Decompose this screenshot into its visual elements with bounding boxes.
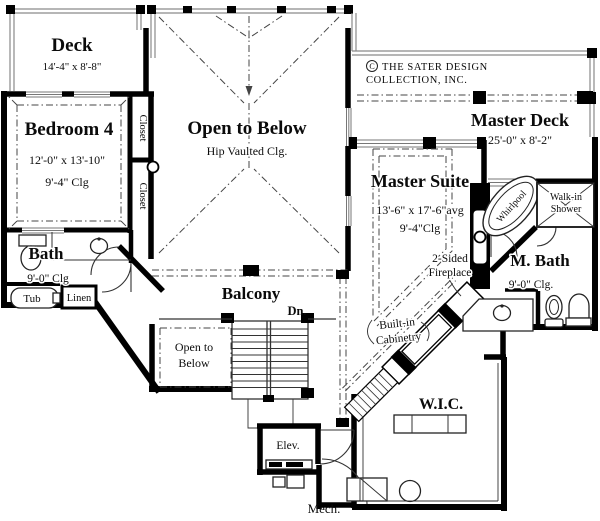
open-below-small-1: Open to — [175, 340, 213, 354]
toilet-base — [544, 318, 564, 328]
bath-fixtures — [10, 232, 131, 310]
bidet-base — [565, 317, 592, 327]
bath-label: Bath — [29, 244, 65, 263]
bath-ceiling: 9'-0" Clg — [27, 273, 69, 285]
deck-dims: 14'-4" x 8'-8" — [43, 61, 102, 73]
bath-sink — [89, 237, 109, 255]
newel-post — [263, 395, 274, 402]
bedroom4-door — [90, 246, 120, 276]
master-deck-label: Master Deck — [471, 110, 569, 130]
wic-island — [393, 414, 467, 434]
bath-toilet — [20, 245, 42, 271]
bedroom4-ceiling: 9'-4" Clg — [45, 175, 88, 189]
closet-lower-label: Closet — [137, 183, 148, 210]
open-below-small-2: Below — [178, 356, 210, 370]
master-bath-fixtures: Whirlpool — [462, 175, 595, 332]
wall-fixture-dot — [146, 160, 160, 174]
ceiling-lines — [7, 15, 593, 427]
mech-unit — [346, 477, 388, 502]
whirlpool-tub: Whirlpool — [482, 175, 540, 237]
fireplace-leader — [448, 278, 462, 297]
open-to-below-label: Open to Below — [187, 118, 307, 139]
bedroom4-dims: 12'-0" x 13'-10" — [29, 153, 105, 167]
master-bath-label: M. Bath — [510, 251, 570, 270]
copyright-stamp: C THE SATER DESIGN COLLECTION, INC. — [366, 60, 488, 86]
cabinetry-box — [343, 367, 399, 423]
deck-railing — [6, 5, 145, 91]
linen-cabinet — [60, 284, 98, 310]
cart-icon — [286, 474, 305, 489]
built-in-label-1: Built-in — [379, 316, 416, 332]
shower-label-1: Walk-in — [550, 192, 582, 203]
copyright-line1: THE SATER DESIGN — [382, 62, 488, 73]
wic-fixtures — [362, 363, 499, 502]
shower-door — [536, 226, 557, 247]
slope-arrow — [245, 86, 253, 96]
elevator-lobby-door — [319, 429, 355, 465]
closet-upper-label: Closet — [137, 115, 148, 142]
water-heater — [398, 479, 422, 503]
fireplace-label-2: Fireplace — [429, 267, 472, 279]
fireplace-column — [470, 183, 490, 289]
linen-label: Linen — [67, 293, 92, 304]
tub-faucet — [52, 292, 61, 304]
copyright-line2: COLLECTION, INC. — [366, 75, 467, 86]
cabinetry-leader — [367, 319, 430, 345]
bedroom4-label: Bedroom 4 — [25, 119, 114, 140]
stairs — [159, 313, 336, 429]
master-suite-ceiling: 9'-4"Clg — [400, 221, 440, 235]
railing-post — [136, 5, 145, 14]
bath-door — [101, 262, 132, 293]
bidet — [568, 293, 590, 319]
master-suite-dims: 13'-6" x 17'-6"avg — [376, 203, 463, 217]
built-in-label-2: Cabinetry — [375, 331, 422, 348]
fireplace-label-1: 2-Sided — [432, 253, 468, 265]
open-to-below-top-railing — [147, 5, 353, 58]
copyright-symbol: C — [369, 62, 374, 71]
tub-label: Tub — [23, 293, 41, 305]
vanity-sink — [492, 304, 512, 322]
mechanical-fixtures — [346, 477, 422, 503]
toilet — [545, 294, 563, 320]
master-suite-label: Master Suite — [371, 171, 469, 191]
copyright-icon — [366, 60, 378, 72]
deck-label: Deck — [51, 35, 93, 56]
cart-icon — [272, 476, 286, 488]
elevator-label: Elev. — [276, 440, 299, 452]
shower-label-2: Shower — [551, 204, 582, 215]
balcony-label: Balcony — [222, 284, 281, 303]
railing-post — [6, 5, 15, 14]
windows — [22, 90, 536, 234]
mech-label: Mech. — [308, 501, 341, 516]
elevator-block — [257, 423, 321, 489]
fireplace-box — [400, 313, 453, 366]
master-bath-ceiling: 9'-0" Clg. — [509, 279, 554, 291]
stairs-down-label: Dn. — [287, 304, 306, 318]
master-deck-dims: 25'-0" x 8'-2" — [488, 133, 552, 147]
open-to-below-ceiling: Hip Vaulted Clg. — [207, 144, 288, 158]
wic-label: W.I.C. — [419, 396, 463, 413]
